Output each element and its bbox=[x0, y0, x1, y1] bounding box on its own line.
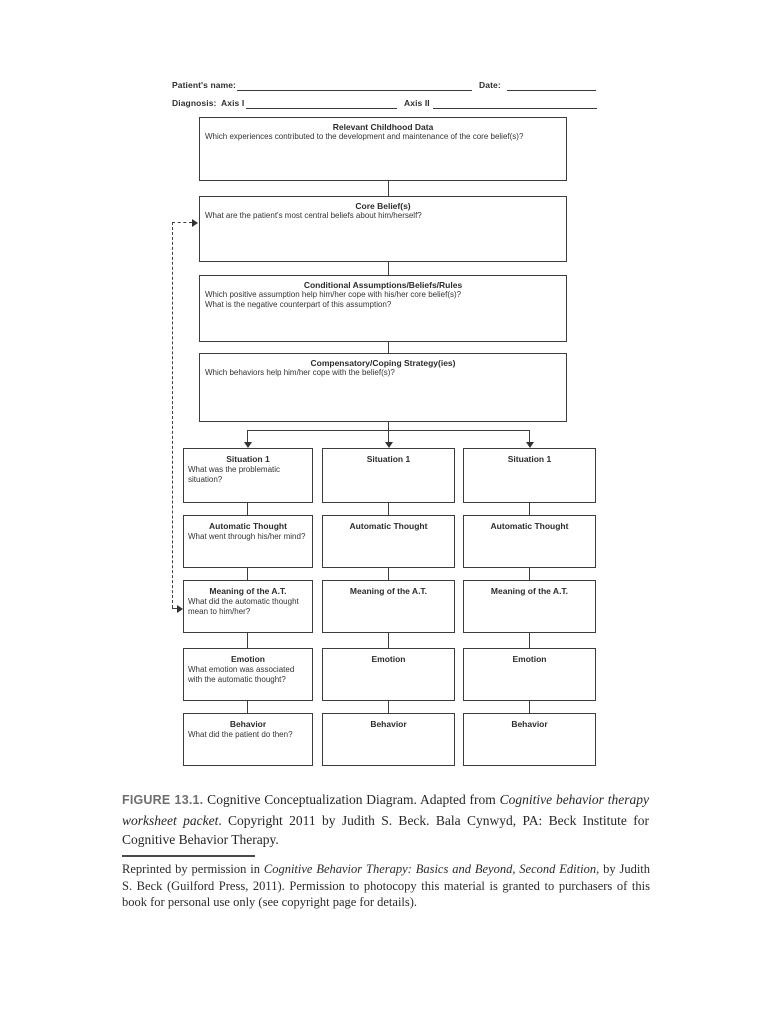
caption-italic-title: Cognitive behavior therapy worksheet pac… bbox=[122, 792, 649, 828]
relevant-childhood-data-box: Relevant Childhood Data Which experience… bbox=[199, 117, 567, 181]
branch-line-right bbox=[529, 430, 530, 442]
box-title: Emotion bbox=[371, 654, 406, 664]
connector-line bbox=[388, 422, 389, 431]
meaning-of-at-box-col3: Meaning of the A.T. bbox=[463, 580, 596, 633]
footnote-italic-title: Cognitive Behavior Therapy: Basics and B… bbox=[263, 862, 597, 876]
caption-text: . Copyright 2011 by Judith S. Beck. Bala… bbox=[122, 812, 649, 848]
connector-line bbox=[247, 503, 248, 515]
feedback-dashed-line-bottom bbox=[172, 608, 178, 609]
connector-line bbox=[529, 701, 530, 713]
box-question: What are the patient's most central beli… bbox=[205, 211, 422, 220]
box-question: What did the patient do then? bbox=[188, 730, 293, 739]
emotion-box-col2: Emotion bbox=[322, 648, 455, 701]
compensatory-strategies-box: Compensatory/Coping Strategy(ies) Which … bbox=[199, 353, 567, 422]
patient-name-label: Patient's name: bbox=[172, 80, 236, 90]
box-title: Automatic Thought bbox=[349, 521, 428, 531]
connector-line bbox=[388, 633, 389, 648]
behavior-box-col1: Behavior What did the patient do then? bbox=[183, 713, 313, 766]
footnote-text: Reprinted by permission in bbox=[122, 862, 264, 876]
caption-text: Cognitive Conceptualization Diagram. Ada… bbox=[203, 792, 500, 807]
box-question: What is the negative counterpart of this… bbox=[205, 300, 392, 309]
box-question: What did the automatic thought mean to h… bbox=[188, 597, 299, 616]
situation-box-col2: Situation 1 bbox=[322, 448, 455, 503]
branch-line-left bbox=[247, 430, 248, 442]
box-question: What was the problematic situation? bbox=[188, 465, 281, 484]
figure-caption: FIGURE 13.1. Cognitive Conceptualization… bbox=[122, 790, 649, 850]
footnote-text: , by Judith S. Beck (Guilford Press, 201… bbox=[122, 862, 651, 909]
date-blank-line bbox=[507, 89, 596, 91]
patient-name-blank-line bbox=[237, 89, 472, 91]
box-title: Emotion bbox=[231, 654, 265, 664]
connector-line bbox=[388, 701, 389, 713]
connector-line bbox=[388, 503, 389, 515]
box-title: Behavior bbox=[511, 719, 548, 729]
arrow-down-icon bbox=[244, 442, 252, 448]
axis1-blank-line bbox=[246, 107, 397, 109]
box-title: Situation 1 bbox=[226, 454, 270, 464]
figure-number-label: FIGURE 13.1. bbox=[122, 793, 204, 807]
conditional-assumptions-box: Conditional Assumptions/Beliefs/Rules Wh… bbox=[199, 275, 567, 342]
axis2-label: Axis II bbox=[404, 98, 430, 108]
automatic-thought-box-col2: Automatic Thought bbox=[322, 515, 455, 568]
arrow-right-icon bbox=[192, 219, 198, 227]
date-label: Date: bbox=[479, 80, 501, 90]
connector-line bbox=[247, 701, 248, 713]
connector-line bbox=[388, 181, 389, 196]
box-title: Core Belief(s) bbox=[355, 201, 411, 211]
meaning-of-at-box-col1: Meaning of the A.T. What did the automat… bbox=[183, 580, 313, 633]
meaning-of-at-box-col2: Meaning of the A.T. bbox=[322, 580, 455, 633]
automatic-thought-box-col1: Automatic Thought What went through his/… bbox=[183, 515, 313, 568]
box-question: Which behaviors help him/her cope with t… bbox=[205, 368, 395, 377]
box-title: Compensatory/Coping Strategy(ies) bbox=[310, 358, 456, 368]
connector-line bbox=[529, 503, 530, 515]
box-title: Meaning of the A.T. bbox=[209, 586, 287, 596]
connector-line bbox=[247, 633, 248, 648]
core-beliefs-box: Core Belief(s) What are the patient's mo… bbox=[199, 196, 567, 262]
footnote-divider bbox=[122, 855, 255, 857]
automatic-thought-box-col3: Automatic Thought bbox=[463, 515, 596, 568]
behavior-box-col2: Behavior bbox=[322, 713, 455, 766]
box-question: What emotion was associated with the aut… bbox=[188, 665, 295, 684]
box-title: Meaning of the A.T. bbox=[490, 586, 569, 596]
behavior-box-col3: Behavior bbox=[463, 713, 596, 766]
emotion-box-col3: Emotion bbox=[463, 648, 596, 701]
box-question: What went through his/her mind? bbox=[188, 532, 306, 541]
feedback-dashed-line-top bbox=[172, 222, 192, 223]
arrow-down-icon bbox=[385, 442, 393, 448]
connector-line bbox=[529, 633, 530, 648]
connector-line bbox=[388, 262, 389, 275]
box-title: Emotion bbox=[512, 654, 547, 664]
box-title: Meaning of the A.T. bbox=[349, 586, 428, 596]
box-title: Relevant Childhood Data bbox=[332, 122, 434, 132]
connector-line bbox=[247, 568, 248, 580]
box-title: Situation 1 bbox=[366, 454, 411, 464]
box-title: Behavior bbox=[229, 719, 267, 729]
feedback-dashed-line bbox=[172, 222, 173, 608]
branch-line-center bbox=[388, 430, 389, 442]
box-title: Situation 1 bbox=[507, 454, 552, 464]
box-title: Behavior bbox=[370, 719, 407, 729]
box-question: Which positive assumption help him/her c… bbox=[205, 290, 462, 299]
connector-line bbox=[388, 342, 389, 353]
axis2-blank-line bbox=[433, 107, 597, 109]
box-title: Automatic Thought bbox=[490, 521, 569, 531]
situation-box-col1: Situation 1 What was the problematic sit… bbox=[183, 448, 313, 503]
diagnosis-label: Diagnosis: bbox=[172, 98, 217, 108]
connector-line bbox=[529, 568, 530, 580]
box-question: Which experiences contributed to the dev… bbox=[205, 132, 524, 141]
situation-box-col3: Situation 1 bbox=[463, 448, 596, 503]
axis1-label: Axis I bbox=[221, 98, 245, 108]
connector-line bbox=[388, 568, 389, 580]
emotion-box-col1: Emotion What emotion was associated with… bbox=[183, 648, 313, 701]
box-title: Conditional Assumptions/Beliefs/Rules bbox=[303, 280, 463, 290]
arrow-right-icon bbox=[177, 605, 183, 613]
copyright-footnote: Reprinted by permission in Cognitive Beh… bbox=[122, 861, 650, 911]
box-title: Automatic Thought bbox=[209, 521, 287, 531]
arrow-down-icon bbox=[526, 442, 534, 448]
